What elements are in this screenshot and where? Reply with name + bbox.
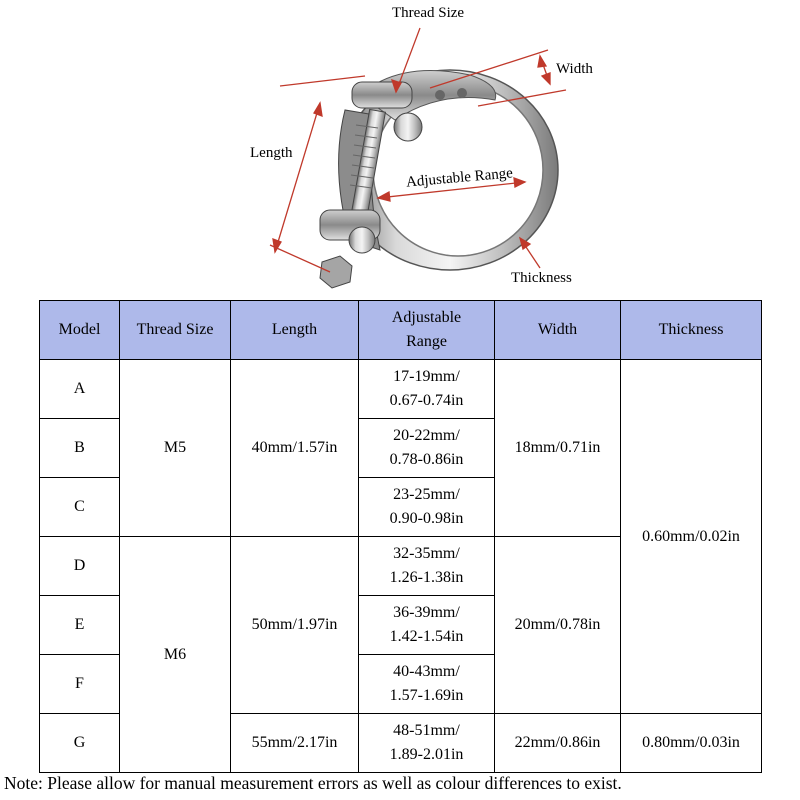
range-in: 1.42-1.54in [389, 628, 464, 645]
model-cell: G [39, 713, 120, 773]
range-in: 0.90-0.98in [389, 510, 464, 527]
range-mm: 36-39mm/ [393, 604, 460, 621]
range-cell: 32-35mm/1.26-1.38in [358, 536, 495, 596]
thread-size-cell: M5 [119, 359, 231, 537]
range-in: 1.57-1.69in [389, 687, 464, 704]
model-cell: E [39, 595, 120, 655]
clamp-diagram: Thread Size Width Length Adjustable Rang… [0, 0, 800, 300]
col-header-adjustable-range-text: Adjustable Range [391, 309, 462, 350]
thickness-cell: 0.80mm/0.03in [620, 713, 762, 773]
disclaimer-note: Note: Please allow for manual measuremen… [4, 773, 622, 793]
length-cell: 55mm/2.17in [230, 713, 359, 773]
model-cell: F [39, 654, 120, 714]
screw [349, 108, 387, 222]
model-cell: B [39, 418, 120, 478]
range-in: 1.26-1.38in [389, 569, 464, 586]
range-in: 0.67-0.74in [389, 392, 464, 409]
spec-table: Model Thread Size Length Adjustable Rang… [39, 300, 762, 773]
thread-size-label: Thread Size [392, 5, 465, 21]
range-cell: 40-43mm/1.57-1.69in [358, 654, 495, 714]
thread-size-cell: M6 [119, 536, 231, 773]
range-cell: 48-51mm/1.89-2.01in [358, 713, 495, 773]
model-cell: A [39, 359, 120, 419]
range-mm: 20-22mm/ [393, 427, 460, 444]
range-cell: 23-25mm/0.90-0.98in [358, 477, 495, 537]
range-mm: 23-25mm/ [393, 486, 460, 503]
range-cell: 36-39mm/1.42-1.54in [358, 595, 495, 655]
hose-clamp-illustration [269, 27, 567, 289]
width-label: Width [556, 61, 593, 77]
col-header-adjustable-range: Adjustable Range [358, 300, 495, 360]
table-row: D M6 50mm/1.97in 32-35mm/1.26-1.38in 20m… [39, 536, 762, 773]
col-header-thickness: Thickness [620, 300, 762, 360]
length-cell: 40mm/1.57in [230, 359, 359, 537]
col-header-thread-size: Thread Size [119, 300, 231, 360]
table-row: A M5 40mm/1.57in 17-19mm/0.67-0.74in 18m… [39, 359, 762, 714]
col-header-width: Width [494, 300, 621, 360]
length-cell: 50mm/1.97in [230, 536, 359, 714]
range-mm: 48-51mm/ [393, 722, 460, 739]
range-cell: 17-19mm/0.67-0.74in [358, 359, 495, 419]
width-cell: 22mm/0.86in [494, 713, 621, 773]
length-label: Length [250, 145, 293, 161]
dimension-arrows [269, 27, 567, 273]
range-mm: 32-35mm/ [393, 545, 460, 562]
table-row: C 23-25mm/0.90-0.98in [39, 477, 762, 537]
range-in: 0.78-0.86in [389, 451, 464, 468]
table-header-row: Model Thread Size Length Adjustable Rang… [39, 300, 762, 360]
col-header-model: Model [39, 300, 120, 360]
range-mm: 40-43mm/ [393, 663, 460, 680]
width-cell: 18mm/0.71in [494, 359, 621, 537]
col-header-length: Length [230, 300, 359, 360]
table-row: G 55mm/2.17in 48-51mm/1.89-2.01in 22mm/0… [39, 713, 762, 773]
range-mm: 17-19mm/ [393, 368, 460, 385]
model-cell: D [39, 536, 120, 596]
table-row: E 36-39mm/1.42-1.54in [39, 595, 762, 655]
thickness-cell: 0.60mm/0.02in [620, 359, 762, 714]
table-row: F 40-43mm/1.57-1.69in [39, 654, 762, 714]
range-cell: 20-22mm/0.78-0.86in [358, 418, 495, 478]
range-in: 1.89-2.01in [389, 746, 464, 763]
thickness-label: Thickness [511, 270, 572, 286]
model-cell: C [39, 477, 120, 537]
width-cell: 20mm/0.78in [494, 536, 621, 714]
